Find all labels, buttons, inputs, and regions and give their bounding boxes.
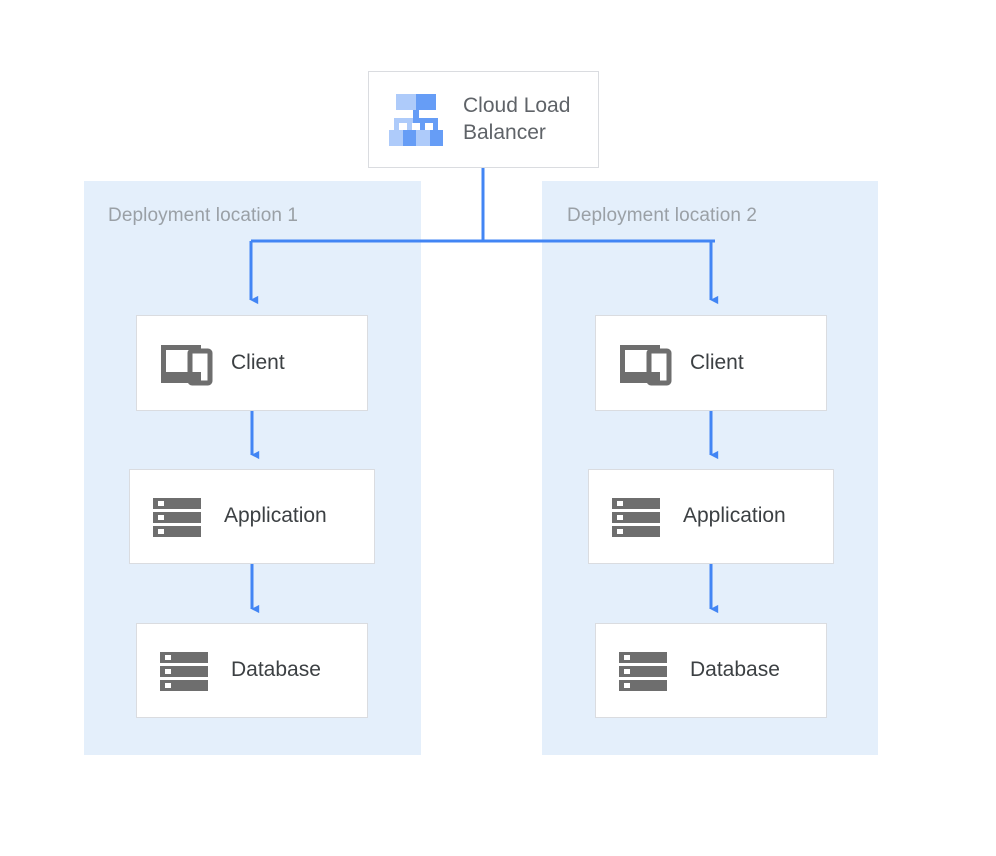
server-rack-icon — [150, 493, 206, 541]
node-application-1-label: Application — [224, 504, 327, 528]
server-rack-icon — [157, 647, 213, 695]
server-rack-icon — [609, 493, 665, 541]
deployment-zone-1-label: Deployment location 1 — [108, 205, 299, 226]
devices-icon — [157, 339, 213, 387]
node-application-2[interactable]: Application — [588, 469, 834, 564]
load-balancer-icon — [387, 92, 445, 148]
server-rack-icon — [616, 647, 672, 695]
load-balancer-label: Cloud Load Balancer — [463, 94, 571, 144]
node-client-2-label: Client — [690, 350, 744, 374]
deployment-zone-2-label: Deployment location 2 — [567, 205, 758, 226]
node-application-2-label: Application — [683, 504, 786, 528]
node-client-1[interactable]: Client — [136, 315, 368, 411]
node-application-1[interactable]: Application — [129, 469, 375, 564]
node-client-2[interactable]: Client — [595, 315, 827, 411]
devices-icon — [616, 339, 672, 387]
node-client-1-label: Client — [231, 350, 285, 374]
node-database-2-label: Database — [690, 658, 780, 682]
node-database-1[interactable]: Database — [136, 623, 368, 718]
node-database-2[interactable]: Database — [595, 623, 827, 718]
node-database-1-label: Database — [231, 658, 321, 682]
node-load-balancer[interactable]: Cloud Load Balancer — [368, 71, 599, 168]
